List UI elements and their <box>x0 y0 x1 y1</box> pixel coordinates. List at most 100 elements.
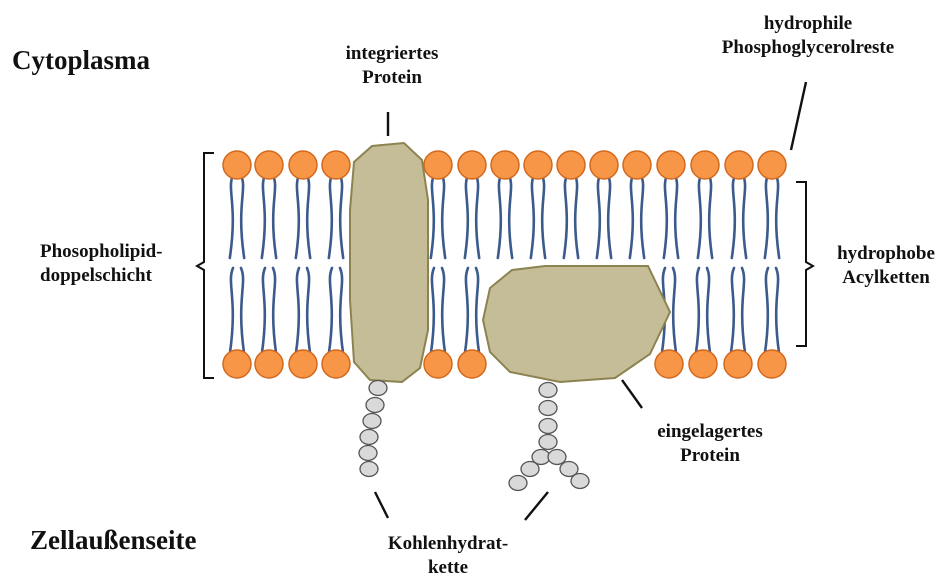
label-kohlenhydrat-line2: kette <box>362 556 534 580</box>
phospholipid-head-upper-12 <box>657 151 685 179</box>
acyl-chain <box>564 175 567 258</box>
acyl-chain <box>597 175 600 258</box>
acyl-chain <box>307 268 310 354</box>
label-eingelagertes-line1: eingelagertes <box>630 420 790 444</box>
acyl-chain <box>698 175 701 258</box>
label-kohlenhydrat-line1: Kohlenhydrat- <box>362 532 534 556</box>
integral-protein <box>350 143 428 382</box>
lower-tail-pair-2 <box>262 268 276 354</box>
upper-tail-pair-5 <box>431 175 445 258</box>
acyl-chain <box>732 175 735 258</box>
acyl-chain <box>307 175 310 258</box>
lower-tail-pair-10 <box>765 268 779 354</box>
label-hydrophobe-line2: Acylketten <box>820 266 952 290</box>
acyl-chain <box>431 175 434 258</box>
upper-tail-pair-4 <box>329 175 343 258</box>
phospholipid-head-upper-9 <box>557 151 585 179</box>
sugar-bead-a-2 <box>366 398 384 413</box>
acyl-chain <box>329 175 332 258</box>
pointer-hydrophile <box>791 82 806 150</box>
sugar-bead-b-2 <box>539 401 557 416</box>
upper-tail-pair-13 <box>698 175 712 258</box>
label-cytoplasma: Cytoplasma <box>12 44 150 78</box>
phospholipid-head-upper-8 <box>524 151 552 179</box>
lower-tail-pair-5 <box>431 268 445 354</box>
acyl-chain <box>731 268 734 354</box>
bracket-left <box>197 153 214 378</box>
upper-tail-pair-6 <box>465 175 479 258</box>
label-hydrophile-line1: hydrophile <box>688 12 928 36</box>
label-hydrophobe-line1: hydrophobe <box>820 242 952 266</box>
acyl-chain <box>765 175 768 258</box>
phospholipid-head-upper-11 <box>623 151 651 179</box>
acyl-chain <box>296 268 299 354</box>
phospholipid-head-upper-1 <box>223 151 251 179</box>
acyl-chain <box>241 175 244 258</box>
acyl-chain <box>709 175 712 258</box>
acyl-chain <box>776 268 779 354</box>
acyl-chain <box>608 175 611 258</box>
sugar-bead-b-6 <box>521 462 539 477</box>
phospholipid-head-lower-7 <box>655 350 683 378</box>
acyl-chain <box>262 268 265 354</box>
phospholipid-head-upper-2 <box>255 151 283 179</box>
acyl-chain <box>262 175 265 258</box>
upper-tail-pair-15 <box>765 175 779 258</box>
lower-tail-pair-3 <box>296 268 310 354</box>
acyl-chain <box>673 268 676 354</box>
acyl-chain <box>442 175 445 258</box>
acyl-chain <box>442 268 445 354</box>
phospholipid-head-lower-1 <box>223 350 251 378</box>
label-eingelagertes-protein: eingelagertes Protein <box>630 420 790 468</box>
phospholipid-head-upper-14 <box>725 151 753 179</box>
label-phospholipid-doppelschicht: Phosopholipid- doppelschicht <box>40 240 163 288</box>
label-hydrophobe-acylketten: hydrophobe Acylketten <box>820 242 952 290</box>
acyl-chain <box>696 268 699 354</box>
acyl-chain <box>742 268 745 354</box>
acyl-chain <box>575 175 578 258</box>
phospholipid-head-upper-5 <box>424 151 452 179</box>
label-integriertes-protein-line1: integriertes <box>320 42 464 66</box>
phospholipid-head-lower-6 <box>458 350 486 378</box>
acyl-chain <box>241 268 244 354</box>
sugar-bead-b-8 <box>548 450 566 465</box>
phospholipid-head-upper-6 <box>458 151 486 179</box>
label-integriertes-protein-line2: Protein <box>320 66 464 90</box>
lower-tail-pair-8 <box>696 268 710 354</box>
acyl-chain <box>476 268 479 354</box>
acyl-chain <box>641 175 644 258</box>
pointer-kohlenhydrat-left <box>375 492 388 518</box>
upper-tail-pair-7 <box>498 175 512 258</box>
lower-tail-pair-1 <box>230 268 244 354</box>
label-integriertes-protein: integriertes Protein <box>320 42 464 90</box>
acyl-chain <box>664 175 667 258</box>
upper-tail-pair-1 <box>230 175 244 258</box>
upper-tail-pair-2 <box>262 175 276 258</box>
sugar-bead-a-6 <box>360 462 378 477</box>
sugar-bead-a-1 <box>369 381 387 396</box>
acyl-chain <box>542 175 545 258</box>
upper-tail-pair-14 <box>732 175 746 258</box>
phospholipid-head-upper-3 <box>289 151 317 179</box>
upper-tail-pair-3 <box>296 175 310 258</box>
acyl-chain <box>230 175 233 258</box>
phospholipid-head-upper-7 <box>491 151 519 179</box>
acyl-chain <box>707 268 710 354</box>
sugar-bead-b-3 <box>539 419 557 434</box>
acyl-chain <box>465 175 468 258</box>
sugar-bead-b-10 <box>571 474 589 489</box>
phospholipid-head-lower-2 <box>255 350 283 378</box>
acyl-chain <box>531 175 534 258</box>
acyl-chain <box>743 175 746 258</box>
acyl-chain <box>273 268 276 354</box>
phospholipid-head-upper-13 <box>691 151 719 179</box>
phospholipid-head-lower-5 <box>424 350 452 378</box>
sugar-bead-a-3 <box>363 414 381 429</box>
phospholipid-head-upper-4 <box>322 151 350 179</box>
phospholipid-head-upper-15 <box>758 151 786 179</box>
lower-tail-pair-6 <box>465 268 479 354</box>
acyl-chain <box>340 268 343 354</box>
label-hydrophile-line2: Phosphoglycerolreste <box>688 36 928 60</box>
acyl-chain <box>273 175 276 258</box>
